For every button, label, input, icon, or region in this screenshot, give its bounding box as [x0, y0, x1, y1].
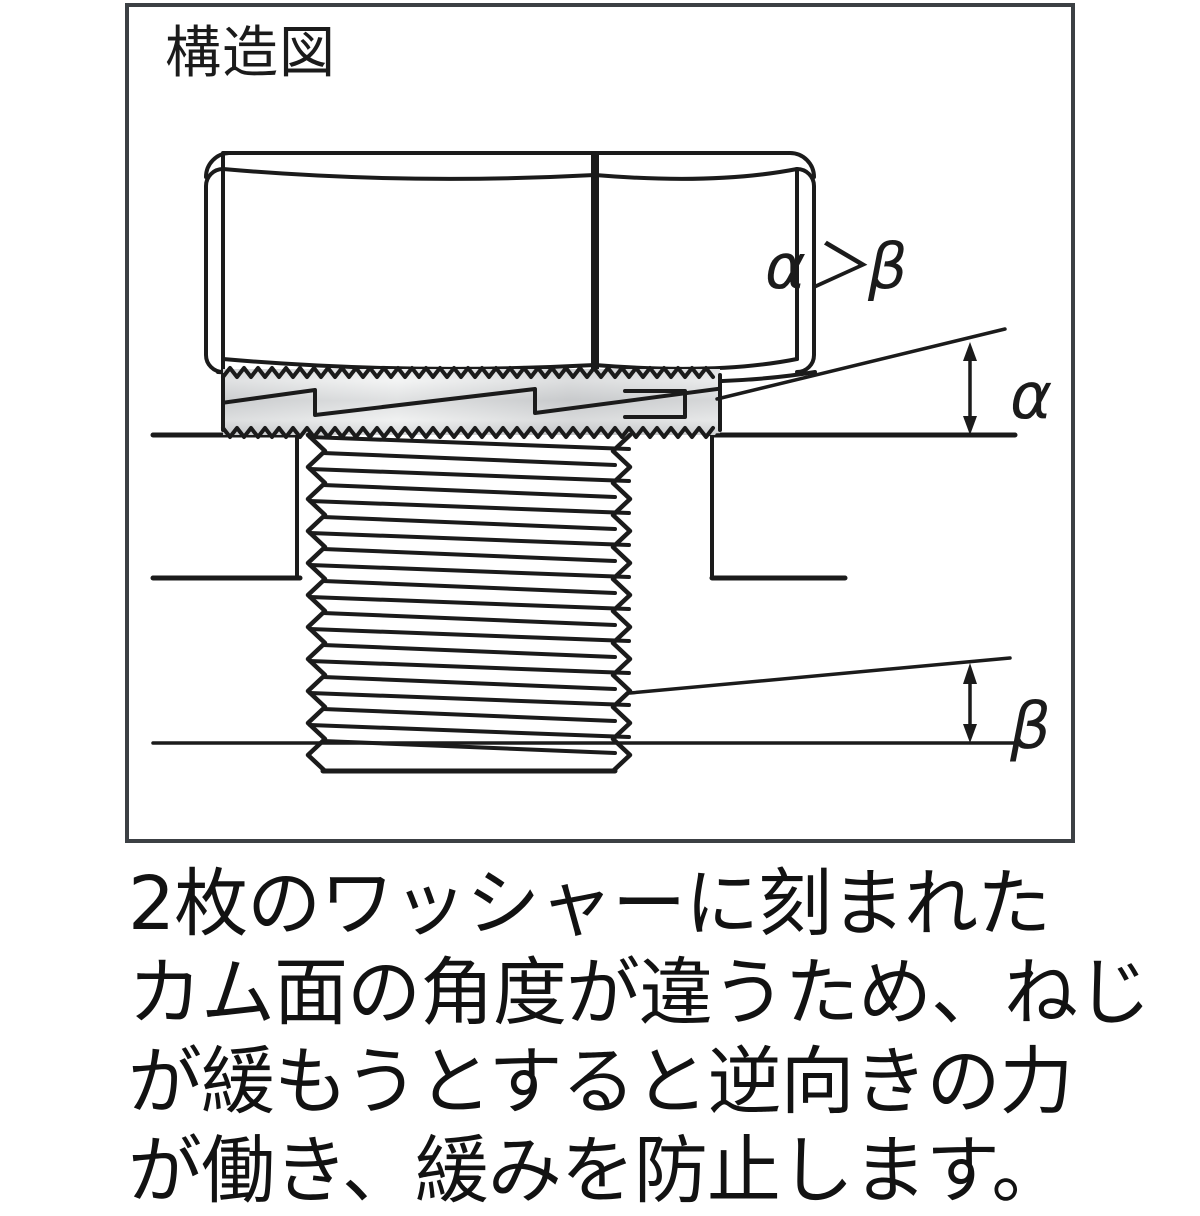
alpha-angle-indicator [715, 327, 1017, 437]
lower-washer-serration [221, 426, 715, 439]
beta-angle-indicator [151, 656, 1017, 745]
beta-label: β [1009, 690, 1051, 764]
hex-bolt-head [203, 151, 817, 384]
alpha-label: α [1010, 360, 1052, 434]
bolt-thread-shaft [305, 432, 633, 774]
upper-washer-serration [221, 366, 715, 379]
cam-washer-pair [221, 366, 722, 439]
caption-line-3: が緩もうとすると逆向きの力 [128, 1039, 1074, 1125]
caption-line-2: カム面の角度が違うため、ねじ [128, 950, 1151, 1036]
caption-block: 2枚のワッシャーに刻まれた カム面の角度が違うため、ねじ が緩もうとすると逆向き… [128, 860, 1151, 1216]
diagram-title: 構造図 [165, 21, 336, 86]
alpha-greater-beta-label: α＞β [765, 230, 907, 303]
clamped-workpiece [150, 432, 1018, 581]
cam-interface-surface [223, 386, 720, 417]
structure-drawing: α＞β α β [150, 151, 1052, 774]
caption-line-4: が働き、緩みを防止します。 [128, 1128, 1065, 1214]
caption-line-1: 2枚のワッシャーに刻まれた [128, 861, 1051, 947]
